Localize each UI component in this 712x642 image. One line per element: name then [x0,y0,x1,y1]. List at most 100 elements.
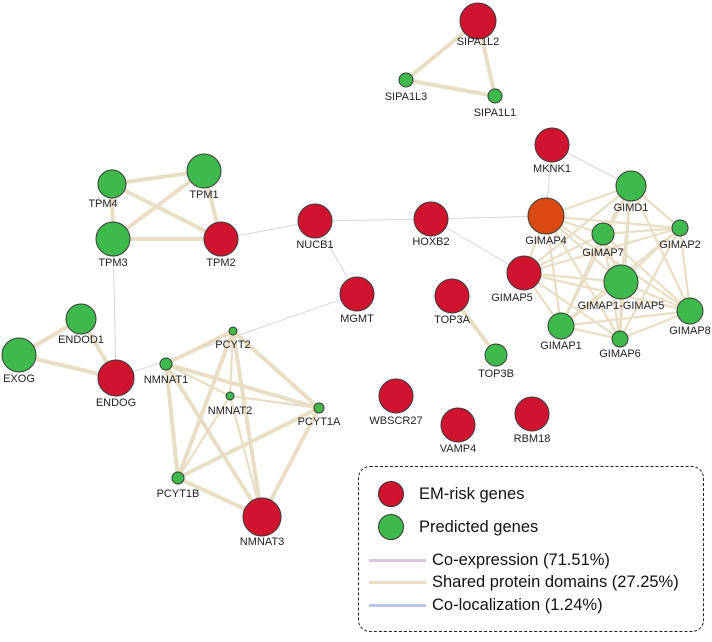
node-label-gimap6: GIMAP6 [599,348,641,360]
node-circle-exog[interactable] [1,337,37,373]
node-label-nmnat2: NMNAT2 [208,405,252,417]
edge-pcyt2-pcyt1b [176,329,235,480]
node-label-pcyt1a: PCYT1A [298,416,341,428]
node-tpm2[interactable]: TPM2 [203,221,239,269]
node-circle-gimap1-gimap5[interactable] [603,264,639,300]
node-gimap5[interactable]: GIMAP5 [491,255,542,304]
node-circle-sipa1l2[interactable] [459,2,497,40]
legend-predicted-label: Predicted genes [419,517,539,536]
node-nmnat3[interactable]: NMNAT3 [240,497,284,548]
node-rbm18[interactable]: RBM18 [514,396,551,445]
node-label-mgmt: MGMT [340,313,374,325]
node-gimap7[interactable]: GIMAP7 [582,222,624,259]
legend-co-expression: Co-expression (71.51%) [359,551,610,570]
node-pcyt1b[interactable]: PCYT1B [157,471,200,500]
node-circle-endog[interactable] [97,359,135,397]
node-tpm1[interactable]: TPM1 [186,153,222,201]
edge-nmnat2-pcyt1a [228,394,321,410]
node-circle-sipa1l1[interactable] [487,88,503,104]
node-circle-gimap2[interactable] [671,219,689,237]
node-circle-gimap1[interactable] [547,312,575,340]
predicted-swatch [378,514,404,540]
node-nucb1[interactable]: NUCB1 [296,203,334,251]
node-gimap1-gimap5[interactable]: GIMAP1-GIMAP5 [578,264,665,312]
node-circle-tpm2[interactable] [203,221,239,257]
node-circle-pcyt1b[interactable] [171,471,185,485]
edge-nmnat1-pcyt1a [164,362,321,410]
node-circle-vamp4[interactable] [440,407,476,443]
node-vamp4[interactable]: VAMP4 [440,407,476,455]
node-circle-tpm3[interactable] [95,221,131,257]
node-endog[interactable]: ENDOG [96,359,136,409]
node-exog[interactable]: EXOG [1,337,37,385]
legend-shared-domains-label: Shared protein domains (27.25%) [432,573,679,591]
node-gimap2[interactable]: GIMAP2 [659,219,701,251]
node-circle-top3a[interactable] [434,278,470,314]
node-label-gimap8: GIMAP8 [669,325,711,337]
co-expression-swatch [369,559,426,562]
node-circle-wbscr27[interactable] [378,378,414,414]
node-circle-nmnat2[interactable] [225,391,235,401]
node-top3b[interactable]: TOP3B [478,343,514,380]
node-mknk1[interactable]: MKNK1 [533,127,571,175]
node-label-mknk1: MKNK1 [533,163,571,175]
node-nmnat2[interactable]: NMNAT2 [208,391,252,417]
node-label-gimap7: GIMAP7 [582,247,624,259]
node-circle-mgmt[interactable] [339,276,375,312]
node-tpm3[interactable]: TPM3 [95,221,131,269]
node-circle-sipa1l3[interactable] [398,72,414,88]
node-circle-pcyt1a[interactable] [313,402,325,414]
node-pcyt1a[interactable]: PCYT1A [298,402,341,428]
node-sipa1l2[interactable]: SIPA1L2 [457,2,500,48]
node-circle-tpm1[interactable] [186,153,222,189]
node-label-hoxb2: HOXB2 [412,236,449,248]
node-circle-rbm18[interactable] [514,396,550,432]
node-wbscr27[interactable]: WBSCR27 [369,378,423,427]
node-circle-gimap7[interactable] [591,222,615,246]
node-gimd1[interactable]: GIMD1 [614,170,649,214]
legend: EM-risk genes Predicted genes Co-express… [358,466,704,632]
node-gimap6[interactable]: GIMAP6 [599,330,641,360]
node-circle-nmnat1[interactable] [159,357,173,371]
node-label-tpm4: TPM4 [88,198,117,210]
node-tpm4[interactable]: TPM4 [88,169,127,210]
node-circle-pcyt2[interactable] [228,326,238,336]
node-circle-gimap4[interactable] [527,197,565,235]
co-localization-swatch [369,604,426,607]
node-top3a[interactable]: TOP3A [434,278,471,326]
edge-hoxb2-gimap5 [430,218,525,274]
node-circle-top3b[interactable] [484,343,508,367]
node-mgmt[interactable]: MGMT [339,276,375,325]
node-circle-gimap8[interactable] [676,297,704,325]
edge-gimap7-gimap1 [559,232,605,328]
node-gimap1[interactable]: GIMAP1 [540,312,582,352]
edge-hoxb2-gimap4 [430,215,547,220]
node-circle-gimap6[interactable] [611,330,629,348]
node-circle-gimap5[interactable] [506,255,542,291]
node-circle-gimd1[interactable] [615,170,647,202]
node-hoxb2[interactable]: HOXB2 [412,201,450,248]
node-endod1[interactable]: ENDOD1 [58,303,104,346]
node-label-endog: ENDOG [96,397,136,409]
node-pcyt2[interactable]: PCYT2 [215,326,251,351]
node-label-sipa1l3: SIPA1L3 [385,91,428,103]
node-circle-endod1[interactable] [65,303,97,335]
node-label-tpm1: TPM1 [189,189,218,201]
edge-gimap8-gimap1 [559,309,692,328]
node-circle-mknk1[interactable] [534,127,570,163]
node-sipa1l3[interactable]: SIPA1L3 [385,72,428,103]
shared-domains-swatch [369,581,426,584]
node-sipa1l1[interactable]: SIPA1L1 [474,88,517,119]
node-gimap4[interactable]: GIMAP4 [525,197,567,247]
node-circle-hoxb2[interactable] [413,201,449,237]
node-circle-nucb1[interactable] [297,203,333,239]
node-circle-nmnat3[interactable] [242,497,282,537]
node-label-tpm2: TPM2 [206,257,235,269]
node-circle-tpm4[interactable] [97,169,127,199]
node-label-nucb1: NUCB1 [296,239,333,251]
node-nmnat1[interactable]: NMNAT1 [144,357,188,386]
node-label-exog: EXOG [3,373,35,385]
edge-nmnat1-nmnat2 [164,362,232,398]
node-gimap8[interactable]: GIMAP8 [669,297,711,337]
edge-pcyt2-nmnat1 [164,329,235,366]
